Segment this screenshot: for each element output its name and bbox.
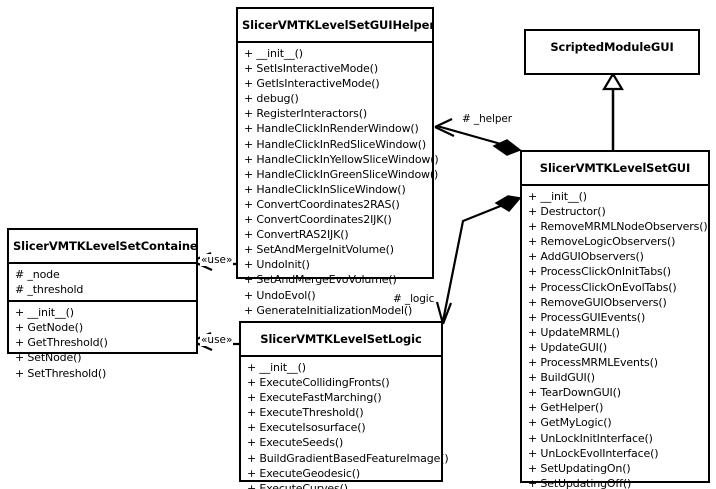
class-member: + __init__() [528,190,587,203]
class-member: + ExecuteCollidingFronts() [247,376,390,390]
class-box-slicervmtklevelsetlogic[interactable]: SlicerVMTKLevelSetLogic + __init__() + E… [239,321,449,489]
class-member: + ProcessMRMLEvents() [528,356,658,370]
methods-compartment-helper: + __init__() + SetIsInteractiveMode() + … [238,41,439,336]
class-member: + UnLockInitInterface() [528,431,653,445]
class-member: + SetIsInteractiveMode() [244,62,378,76]
class-member: + ProcessClickOnInitTabs() [528,265,671,279]
class-member: + ConvertRAS2IJK() [244,228,349,242]
class-member: + __init__() [244,47,303,60]
composition-gui-to-logic [435,195,522,325]
class-member: + GetMyLogic() [528,416,612,430]
class-member: + GetNode() [15,321,83,335]
class-title-slicervmtklevelsetcontainer: SlicerVMTKLevelSetContainer [13,239,196,253]
class-member: + RemoveMRMLNodeObservers() [528,220,708,234]
class-member: + UndoInit() [244,258,310,272]
edge-label-helper: # _helper [462,113,512,125]
class-member: + BuildGradientBasedFeatureImage() [247,451,449,465]
class-member: + GetHelper() [528,401,604,415]
class-title-slicervmtklevelsetlogic: SlicerVMTKLevelSetLogic [260,332,422,346]
class-member: + ExecuteFastMarching() [247,391,382,405]
class-member: # _threshold [15,283,84,297]
class-member: + ConvertCoordinates2RAS() [244,197,400,211]
class-member: + ExecuteCurves() [247,481,348,489]
class-member: + HandleClickInYellowSliceWindow() [244,152,439,166]
class-member: + HandleClickInGreenSliceWindow() [244,167,439,181]
generalization-gui-to-scriptedmodulegui [602,71,624,150]
class-member: # _node [15,268,60,281]
class-member: + __init__() [247,361,306,374]
edge-label-logic: # _logic [393,293,435,305]
class-member: + HandleClickInSliceWindow() [244,182,406,196]
methods-compartment-container: + __init__() + GetNode() + GetThreshold(… [9,300,196,383]
class-member: + RemoveGUIObservers() [528,295,667,309]
class-member: + GetIsInteractiveMode() [244,77,380,91]
class-member: + AddGUIObservers() [528,250,644,264]
class-member: + SetUpdatingOff() [528,476,632,489]
class-member: + BuildGUI() [528,371,595,385]
class-member: + Destructor() [528,205,606,219]
class-member: + RegisterInteractors() [244,107,368,121]
class-title-scriptedmodulegui: ScriptedModuleGUI [550,40,674,54]
class-box-slicervmtklevelsetgui[interactable]: SlicerVMTKLevelSetGUI + __init__() + Des… [520,150,710,489]
edge-label-use-logic-container: «use» [200,334,234,346]
class-member: + SetNode() [15,351,82,365]
class-member: + UndoEvol() [244,288,316,302]
class-member: + ExecuteSeeds() [247,436,344,450]
class-member: + SetAndMergeEvoVolume() [244,273,397,287]
class-member: + TearDownGUI() [528,386,621,400]
class-member: + UpdateMRML() [528,325,620,339]
methods-compartment-gui: + __init__() + Destructor() + RemoveMRML… [522,184,708,489]
class-member: + ExecuteIsosurface() [247,421,366,435]
class-member: + ProcessGUIEvents() [528,310,646,324]
class-box-scriptedmodulegui[interactable]: ScriptedModuleGUI [524,29,700,75]
class-member: + HandleClickInRedSliceWindow() [244,137,427,151]
class-box-slicervmtklevelsetguihelper[interactable]: SlicerVMTKLevelSetGUIHelper + __init__()… [236,7,439,332]
class-title-slicervmtklevelsetguihelper: SlicerVMTKLevelSetGUIHelper [242,18,432,32]
class-member: + ExecuteThreshold() [247,406,364,420]
class-member: + SetUpdatingOn() [528,461,631,475]
attributes-compartment-container: # _node # _threshold [9,262,196,300]
class-member: + SetAndMergeInitVolume() [244,243,394,257]
methods-compartment-logic: + __init__() + ExecuteCollidingFronts() … [241,355,449,489]
composition-gui-to-helper [434,118,522,156]
class-member: + UnLockEvolInterface() [528,446,659,460]
edge-label-use-helper-container: «use» [200,254,234,266]
class-member: + UpdateGUI() [528,340,608,354]
class-member: + GenerateInitializationModel() [244,303,413,317]
class-member: + debug() [244,92,299,106]
class-member: + ProcessClickOnEvolTabs() [528,280,677,294]
class-member: + ConvertCoordinates2IJK() [244,213,392,227]
class-member: + HandleClickInRenderWindow() [244,122,419,136]
class-title-slicervmtklevelsetgui: SlicerVMTKLevelSetGUI [539,161,691,175]
class-member: + __init__() [15,306,74,320]
class-member: + SetThreshold() [15,366,107,380]
class-member: + RemoveLogicObservers() [528,235,676,249]
class-member: + ExecuteGeodesic() [247,466,361,480]
class-member: + GetThreshold() [15,336,108,350]
class-box-slicervmtklevelsetcontainer[interactable]: SlicerVMTKLevelSetContainer # _node # _t… [7,228,198,380]
